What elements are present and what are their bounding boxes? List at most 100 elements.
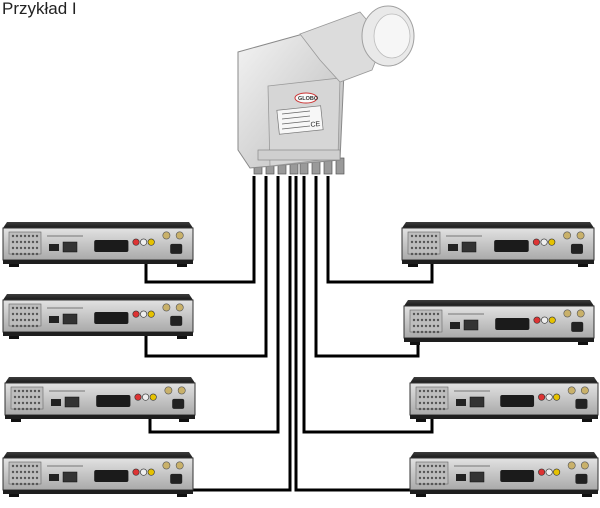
vent-hole [19,464,23,468]
vent-hole [31,252,35,256]
scart-port [500,470,535,482]
vent-hole [420,324,424,328]
vent-hole [430,389,434,393]
vent-hole [426,234,430,238]
vent-hole [438,389,442,393]
lnb-in-connector [162,303,171,312]
vent-hole [35,246,39,250]
power-socket [575,398,588,409]
vent-hole [11,464,15,468]
vent-hole [418,482,422,486]
vent-hole [418,401,422,405]
vent-hole [27,240,31,244]
receiver-base [5,415,195,419]
vent-hole [434,246,438,250]
vent-hole [31,234,35,238]
vent-hole [434,470,438,474]
vent-hole [434,240,438,244]
vent-hole [428,312,432,316]
vent-hole [19,482,23,486]
vent-hole [31,246,35,250]
power-socket [170,315,183,326]
vent-hole [412,330,416,334]
rca-jack [147,310,155,318]
vent-hole [426,240,430,244]
usb-port [448,244,458,251]
vent-hole [422,470,426,474]
vent-hole [31,482,35,486]
ethernet-port [62,241,78,253]
receiver-foot [177,336,187,339]
vent-hole [11,476,15,480]
vent-hole [416,312,420,316]
vent-hole [15,476,19,480]
rca-jack [147,238,155,246]
ethernet-port [64,396,80,408]
vent-hole [25,395,29,399]
vent-hole [418,464,422,468]
vent-hole [21,401,25,405]
scart-port [94,470,129,482]
vent-hole [438,470,442,474]
vent-hole [434,389,438,393]
vent-hole [37,389,41,393]
rca-jack [538,393,546,401]
coax-cable [148,176,280,434]
vent-hole [428,318,432,322]
vent-hole [35,476,39,480]
lnb-in-connector [567,386,576,395]
vent-hole [418,246,422,250]
vent-hole [416,324,420,328]
rca-jack [545,393,553,401]
vent-hole [414,252,418,256]
vent-hole [11,306,15,310]
vent-hole [442,482,446,486]
vent-hole [31,306,35,310]
vent-hole [438,482,442,486]
vent-hole [442,470,446,474]
receiver-right-2 [403,300,595,345]
receiver-base [402,260,594,264]
loop-out-connector [580,461,589,470]
vent-hole [37,407,41,411]
scart-port [494,240,529,252]
receiver-foot [9,264,19,267]
vent-hole [432,330,436,334]
vent-hole [31,476,35,480]
usb-port [49,316,59,323]
receiver-base [3,332,193,336]
vent-hole [430,470,434,474]
vent-hole [23,246,27,250]
vent-hole [23,306,27,310]
vent-hole [420,312,424,316]
vent-hole [422,240,426,244]
vent-hole [11,470,15,474]
receiver-foot [177,264,187,267]
vent-hole [430,234,434,238]
vent-hole [442,401,446,405]
vent-hole [426,482,430,486]
vent-hole [430,252,434,256]
loop-out-connector [175,303,184,312]
scart-port [500,395,535,407]
vent-hole [436,324,440,328]
label-text-line [281,120,311,125]
rca-jack [548,238,556,246]
vent-hole [11,324,15,328]
vent-hole [23,312,27,316]
power-socket [571,321,584,332]
vent-hole [23,318,27,322]
receiver-foot [416,494,426,497]
receiver-lid [410,377,598,383]
vent-hole [29,395,33,399]
power-socket [172,398,185,409]
brand-label: GLOBO [298,96,319,102]
rca-jack [553,393,561,401]
lnb-in-connector [162,461,171,470]
vent-hole [19,312,23,316]
ce-mark: CE [310,121,321,129]
vent-hole [422,482,426,486]
vent-hole [418,395,422,399]
vent-hole [19,234,23,238]
